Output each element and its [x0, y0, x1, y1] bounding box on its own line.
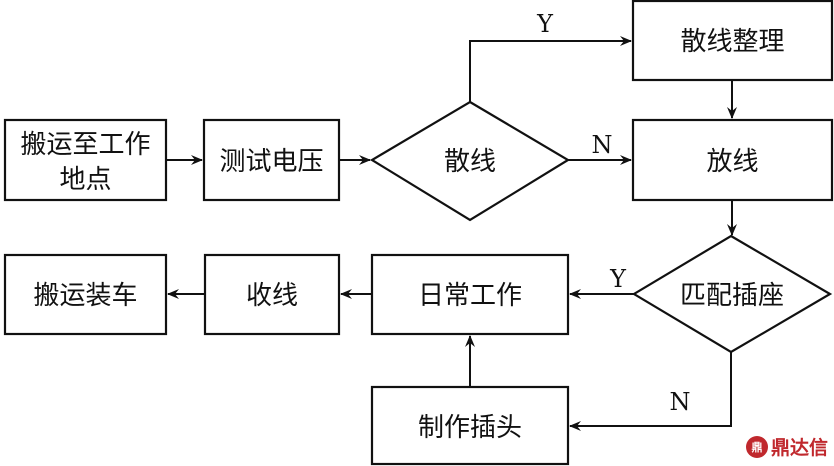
node-tidy-loose-wire-label: 散线整理 [680, 27, 784, 57]
node-transport-to-site-line2: 地点 [59, 165, 111, 195]
node-tidy-loose-wire: 散线整理 [631, 0, 834, 82]
label-match-no: N [670, 388, 691, 416]
node-lay-out-wire-label: 放线 [706, 147, 758, 177]
decision-match-socket: 匹配插座 [631, 234, 833, 354]
label-loose-yes: Y [536, 10, 554, 38]
node-test-voltage: 测试电压 [202, 118, 341, 202]
watermark: 鼎 鼎达信 [745, 433, 828, 460]
decision-loose-wire-label: 散线 [444, 147, 496, 177]
node-lay-out-wire: 放线 [631, 118, 834, 202]
node-test-voltage-label: 测试电压 [219, 147, 323, 177]
node-retract-wire-label: 收线 [246, 281, 298, 311]
node-transport-to-site: 搬运至工作 地点 [3, 118, 168, 202]
label-loose-no: N [592, 131, 613, 159]
node-daily-work: 日常工作 [370, 253, 570, 336]
decision-loose-wire: 散线 [369, 100, 571, 222]
node-make-plug-label: 制作插头 [418, 413, 522, 443]
node-transport-to-site-line1: 搬运至工作 [20, 130, 150, 160]
edge-loose-yes [469, 36, 632, 102]
node-transport-load: 搬运装车 [3, 253, 168, 336]
watermark-text: 鼎达信 [770, 437, 828, 459]
node-transport-load-label: 搬运装车 [33, 281, 137, 311]
edge-match-no [569, 352, 732, 431]
label-match-yes: Y [609, 265, 627, 293]
node-retract-wire: 收线 [203, 253, 341, 336]
decision-match-socket-label: 匹配插座 [680, 281, 784, 311]
watermark-logo-icon: 鼎 [745, 435, 768, 458]
node-daily-work-label: 日常工作 [418, 281, 522, 311]
node-make-plug: 制作插头 [370, 385, 570, 466]
